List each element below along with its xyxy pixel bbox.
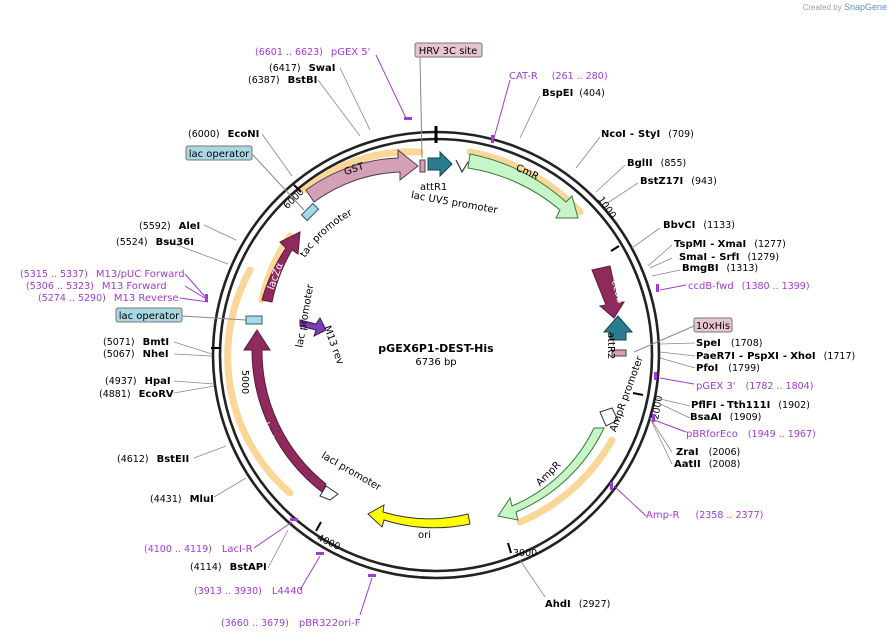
site-ahdi[interactable]: AhdI(2927) [545, 599, 610, 610]
site-alei[interactable]: (5592)AleI [139, 221, 200, 232]
attr2-label: attR2 [605, 332, 616, 359]
tick-label-3000: 3000 [513, 548, 537, 559]
site-zrai[interactable]: ZraI(2006) [676, 447, 740, 458]
site-bsteii[interactable]: (4612)BstEII [117, 454, 189, 465]
site-swai[interactable]: (6417)SwaI [269, 63, 336, 74]
his-tag-box[interactable]: 10xHis [633, 317, 733, 353]
site-bbvci[interactable]: BbvCI(1133) [663, 220, 735, 231]
hrv-3c-box[interactable]: HRV 3C site [414, 42, 483, 159]
snapgene-logo: SnapGene [843, 2, 887, 12]
site-bspei[interactable]: BspEI(404) [542, 88, 605, 99]
m13-rev-feature [299, 317, 327, 337]
site-hpai[interactable]: (4937)HpaI [105, 376, 171, 387]
primer-labels: (6601 .. 6623)pGEX 5' CAT-R(261 .. 280) … [20, 47, 816, 629]
tick-marks [211, 184, 644, 554]
primer-m13-forward[interactable]: (5306 .. 5323)M13 Forward [26, 281, 167, 292]
lac-uv5-label: lac UV5 promoter [410, 190, 499, 216]
site-bmgbi[interactable]: BmgBI(1313) [682, 263, 758, 274]
snapgene-credit: Created by SnapGene [803, 2, 887, 12]
attr1-label: attR1 [420, 182, 447, 193]
ccdb-feature[interactable] [591, 265, 625, 319]
site-ncoi-styi[interactable]: NcoI-StyI(709) [601, 129, 694, 140]
site-spei[interactable]: SpeI(1708) [696, 338, 762, 349]
ori-label: ori [418, 530, 431, 541]
site-bsaai[interactable]: BsaAI(1909) [690, 412, 761, 423]
svg-text:lac operator: lac operator [119, 311, 180, 322]
primer-pbr322ori-f[interactable]: (3660 .. 3679)pBR322ori-F [221, 618, 361, 629]
site-bglii[interactable]: BglII(855) [627, 158, 686, 169]
site-bstz17i[interactable]: BstZ17I(943) [640, 176, 717, 187]
lac-operator-marker-1 [300, 202, 320, 222]
lac-uv5-marker [455, 159, 469, 174]
primer-ccdb-fwd[interactable]: ccdB-fwd(1380 .. 1399) [688, 281, 810, 292]
laci-feature[interactable] [243, 329, 327, 493]
svg-text:lac operator: lac operator [189, 149, 250, 160]
lac-operator-box-1[interactable]: lac operator [185, 145, 305, 211]
primer-pgex3[interactable]: pGEX 3'(1782 .. 1804) [696, 381, 813, 392]
site-tspmi-xmai[interactable]: TspMI-XmaI(1277) [674, 239, 786, 250]
site-bstbi[interactable]: (6387)BstBI [248, 75, 317, 86]
primer-pgex5[interactable]: (6601 .. 6623)pGEX 5' [255, 47, 370, 58]
svg-text:HRV 3C site: HRV 3C site [419, 46, 478, 57]
site-leaders [165, 67, 696, 598]
primer-pbrforeco[interactable]: pBRforEco(1949 .. 1967) [686, 429, 816, 440]
site-pfoi[interactable]: PfoI(1799) [696, 363, 760, 374]
attr2-feature[interactable] [602, 315, 634, 341]
primer-laci-r[interactable]: (4100 .. 4119)LacI-R [144, 544, 253, 555]
lac-operator-box-2[interactable]: lac operator [115, 307, 247, 323]
primer-amp-r[interactable]: Amp-R(2358 .. 2377) [646, 510, 763, 521]
site-mlui[interactable]: (4431)MluI [150, 494, 214, 505]
cmr-feature[interactable] [467, 153, 579, 219]
site-ecorv[interactable]: (4881)EcoRV [99, 389, 174, 400]
m13-rev-label: M13 rev [321, 324, 345, 366]
svg-text:10xHis: 10xHis [696, 321, 730, 332]
gst-feature[interactable] [305, 148, 419, 203]
site-bmti[interactable]: (5071)BmtI [103, 337, 169, 348]
primer-cat-r[interactable]: CAT-R(261 .. 280) [509, 71, 608, 82]
site-bsu36i[interactable]: (5524)Bsu36I [116, 237, 194, 248]
ampr-promoter-marker [599, 407, 619, 427]
primer-markers [205, 117, 659, 577]
lac-promoter-label: lac promoter [294, 283, 316, 349]
primer-leaders [179, 54, 695, 616]
site-pflfi-tth111i[interactable]: PflFI-Tth111I(1902) [691, 400, 810, 411]
site-aatii[interactable]: AatII(2008) [674, 459, 740, 470]
primer-l4440[interactable]: (3913 .. 3930)L4440 [194, 586, 303, 597]
ori-feature[interactable] [367, 504, 471, 529]
credit-prefix: Created by [802, 3, 842, 12]
lac-operator-marker-2 [245, 315, 263, 325]
site-bstapi[interactable]: (4114)BstAPI [190, 562, 267, 573]
his-tag-marker [611, 349, 627, 357]
attr1-feature[interactable] [427, 150, 453, 178]
laci-promoter-marker [319, 485, 339, 501]
site-nhei[interactable]: (5067)NheI [103, 349, 169, 360]
site-paer7i-pspxi-xhoi[interactable]: PaeR7I-PspXI-XhoI(1717) [696, 351, 855, 362]
restriction-sites: BspEI(404) NcoI-StyI(709) BglII(855) Bst… [99, 63, 855, 610]
hrv-site-marker [419, 159, 426, 173]
site-smai-srfi[interactable]: SmaI-SrfI(1279) [679, 252, 779, 263]
primer-m13-puc-forward[interactable]: (5315 .. 5337)M13/pUC Forward [20, 269, 185, 280]
plasmid-name: pGEX6P1-DEST-His [378, 342, 494, 355]
lacza-feature[interactable] [261, 231, 301, 303]
tick-label-5000: 5000 [239, 370, 250, 394]
site-econi[interactable]: (6000)EcoNI [188, 129, 259, 140]
ampr-feature[interactable] [497, 427, 605, 521]
plasmid-length: 6736 bp [415, 357, 456, 368]
primer-m13-reverse[interactable]: (5274 .. 5290)M13 Reverse [38, 293, 179, 304]
